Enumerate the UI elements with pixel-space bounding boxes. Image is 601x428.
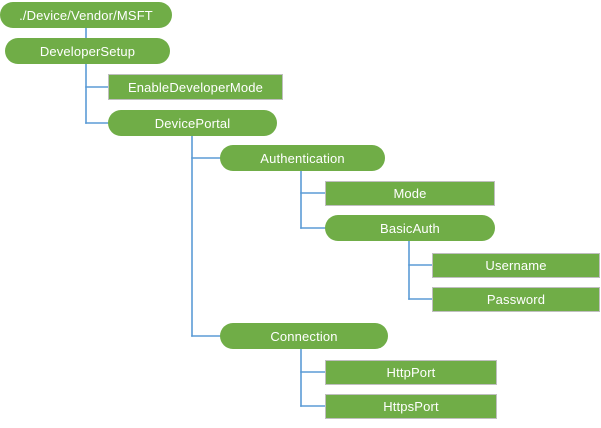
tree-node-label: EnableDeveloperMode: [127, 79, 264, 95]
tree-node-label: ./Device/Vendor/MSFT: [19, 7, 153, 23]
tree-node-label: DeveloperSetup: [39, 43, 136, 59]
tree-node-label: HttpsPort: [383, 399, 439, 414]
tree-node-root[interactable]: ./Device/Vendor/MSFT: [0, 2, 172, 28]
tree-node-password[interactable]: Password: [432, 287, 600, 312]
tree-node-label: Username: [485, 258, 547, 273]
tree-node-username[interactable]: Username: [432, 253, 600, 278]
tree-node-label: Authentication: [260, 150, 345, 166]
tree-node-label: DevicePortal: [154, 115, 231, 131]
tree-node-label: HttpPort: [386, 365, 436, 380]
tree-node-enabledevelopermode[interactable]: EnableDeveloperMode: [108, 74, 283, 100]
tree-node-authentication[interactable]: Authentication: [220, 145, 385, 171]
tree-node-mode[interactable]: Mode: [325, 181, 495, 206]
tree-node-deviceportal[interactable]: DevicePortal: [108, 110, 277, 136]
tree-node-basicauth[interactable]: BasicAuth: [325, 215, 495, 241]
tree-node-connection[interactable]: Connection: [220, 323, 388, 349]
tree-node-developersetup[interactable]: DeveloperSetup: [5, 38, 170, 64]
tree-node-label: Password: [486, 292, 546, 307]
tree-node-httpsport[interactable]: HttpsPort: [325, 394, 497, 419]
tree-node-httpport[interactable]: HttpPort: [325, 360, 497, 385]
tree-node-label: Connection: [270, 328, 338, 344]
tree-node-label: Mode: [393, 186, 427, 201]
tree-node-label: BasicAuth: [380, 220, 440, 236]
